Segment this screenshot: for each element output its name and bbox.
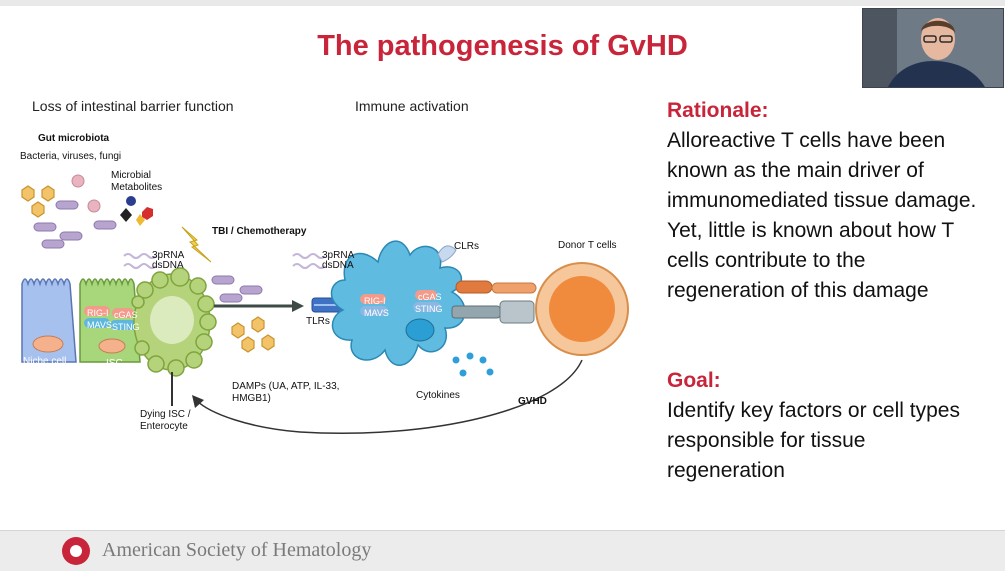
label-isc: ISC xyxy=(106,358,123,369)
rationale-heading: Rationale: xyxy=(667,99,769,122)
metabolite-icons xyxy=(120,196,153,226)
virus-particles xyxy=(71,174,101,213)
label-rigi-apc: RIG-I xyxy=(364,296,386,306)
label-donor-t-cells: Donor T cells xyxy=(558,240,617,251)
label-tlrs: TLRs xyxy=(306,316,330,327)
label-cgas: cGAS xyxy=(114,310,138,320)
gvhd-diagram xyxy=(21,174,629,435)
label-dying-isc: Dying ISC / Enterocyte xyxy=(140,409,191,432)
label-bacteria: Bacteria, viruses, fungi xyxy=(20,151,122,162)
section-label-barrier: Loss of intestinal barrier function xyxy=(32,98,234,114)
cytokine-dots xyxy=(452,352,494,377)
rationale-block: Rationale: Alloreactive T cells have bee… xyxy=(667,96,987,306)
presenter-video-icon xyxy=(863,9,1003,87)
label-clrs: CLRs xyxy=(454,241,480,252)
virus-icons xyxy=(21,185,275,353)
label-dsdna-apc: dsDNA xyxy=(322,260,354,271)
goal-text: Identify key factors or cell types respo… xyxy=(667,399,960,482)
bacteria-icons xyxy=(33,200,263,303)
isc-cell xyxy=(79,278,141,363)
label-3prna: 3pRNA xyxy=(152,250,185,261)
label-tbi: TBI / Chemotherapy xyxy=(212,226,307,237)
goal-heading: Goal: xyxy=(667,369,721,392)
label-sting: STING xyxy=(112,322,140,332)
label-mavs: MAVS xyxy=(87,320,112,330)
label-metabolites: Microbial Metabolites xyxy=(111,170,163,193)
presenter-webcam xyxy=(862,8,1004,88)
pathogen-dna-icons xyxy=(123,253,326,269)
label-damps: DAMPs (UA, ATP, IL-33, HMGB1) xyxy=(232,381,340,404)
slide-footer: American Society of Hematology xyxy=(0,530,1005,571)
label-sting-apc: STING xyxy=(415,304,443,314)
rationale-text: Alloreactive T cells have been known as … xyxy=(667,129,977,302)
label-niche-cell: Niche cell xyxy=(23,356,67,367)
ash-logo-icon xyxy=(62,537,90,565)
label-gut-microbiota: Gut microbiota xyxy=(38,133,110,144)
top-strip xyxy=(0,0,1005,6)
slide-title: The pathogenesis of GvHD xyxy=(317,30,688,62)
label-gvhd: GVHD xyxy=(518,396,547,407)
section-label-immune: Immune activation xyxy=(355,98,469,114)
lightning-icon xyxy=(181,226,212,263)
label-cgas-apc: cGAS xyxy=(418,292,442,302)
label-rigi: RIG-I xyxy=(87,308,109,318)
label-cytokines: Cytokines xyxy=(416,390,460,401)
label-dsdna: dsDNA xyxy=(152,260,184,271)
label-mavs-apc: MAVS xyxy=(364,308,389,318)
label-3prna-apc: 3pRNA xyxy=(322,250,355,261)
footer-organization: American Society of Hematology xyxy=(102,539,372,561)
goal-block: Goal: Identify key factors or cell types… xyxy=(667,366,987,486)
